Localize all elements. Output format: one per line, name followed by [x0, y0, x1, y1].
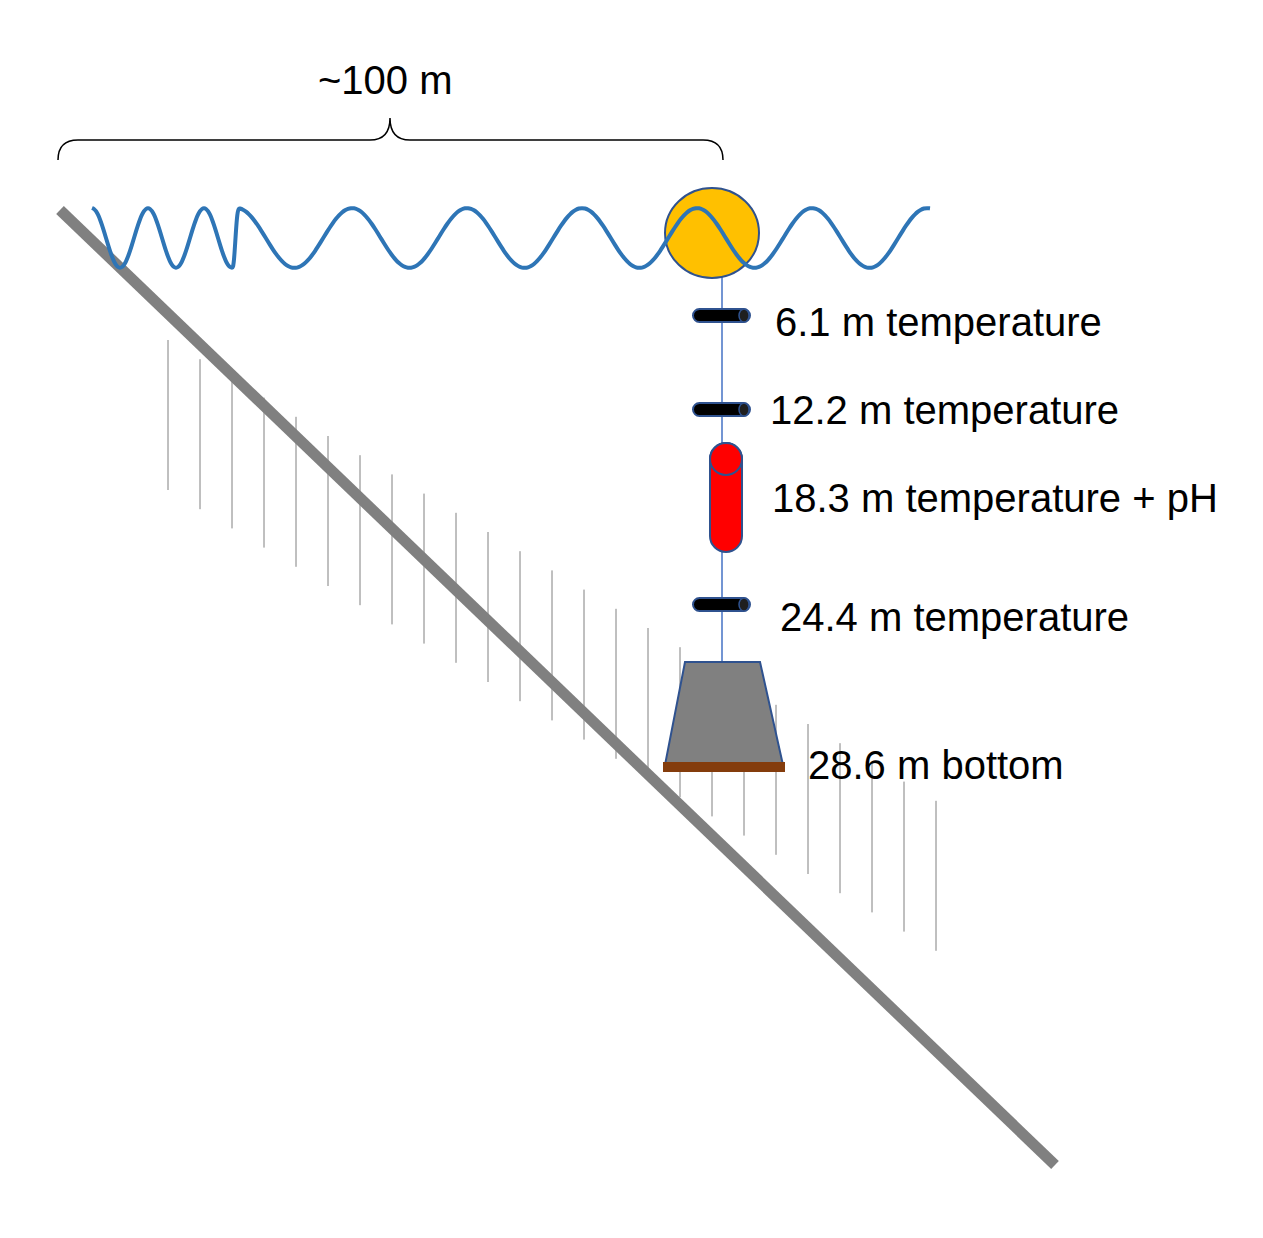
anchor-base: [663, 762, 785, 772]
sensor-label: 12.2 m temperature: [770, 387, 1119, 433]
hatch-stroke: [552, 570, 553, 720]
hatch-stroke: [232, 378, 233, 528]
sensor-label: 24.4 m temperature: [780, 594, 1129, 640]
hatch-stroke: [776, 705, 777, 855]
hatch-stroke: [424, 494, 425, 644]
hatch-stroke: [936, 801, 937, 951]
hatch-stroke: [904, 782, 905, 932]
hatch-stroke: [488, 532, 489, 682]
dimension-label: ~100 m: [318, 57, 453, 103]
hatch-stroke: [264, 398, 265, 548]
hatch-stroke: [200, 359, 201, 509]
hatch-stroke: [328, 436, 329, 586]
temperature-sensor: [693, 403, 750, 416]
temperature-ph-sensor: [710, 443, 742, 552]
depth-label: 28.6 m bottom: [808, 742, 1064, 788]
hatch-stroke: [360, 455, 361, 605]
hatch-stroke: [520, 551, 521, 701]
anchor-weight: [665, 662, 783, 765]
temperature-sensor: [693, 309, 750, 322]
temperature-sensor: [693, 598, 750, 611]
hatch-stroke: [648, 628, 649, 778]
seabed-slope: [60, 210, 1055, 1165]
distance-bracket: [58, 118, 723, 160]
hatch-stroke: [168, 340, 169, 490]
sensor-label: 6.1 m temperature: [775, 299, 1102, 345]
hatch-stroke: [392, 474, 393, 624]
sea-surface-wave: [92, 208, 930, 268]
sensor-label: 18.3 m temperature + pH: [772, 475, 1218, 521]
